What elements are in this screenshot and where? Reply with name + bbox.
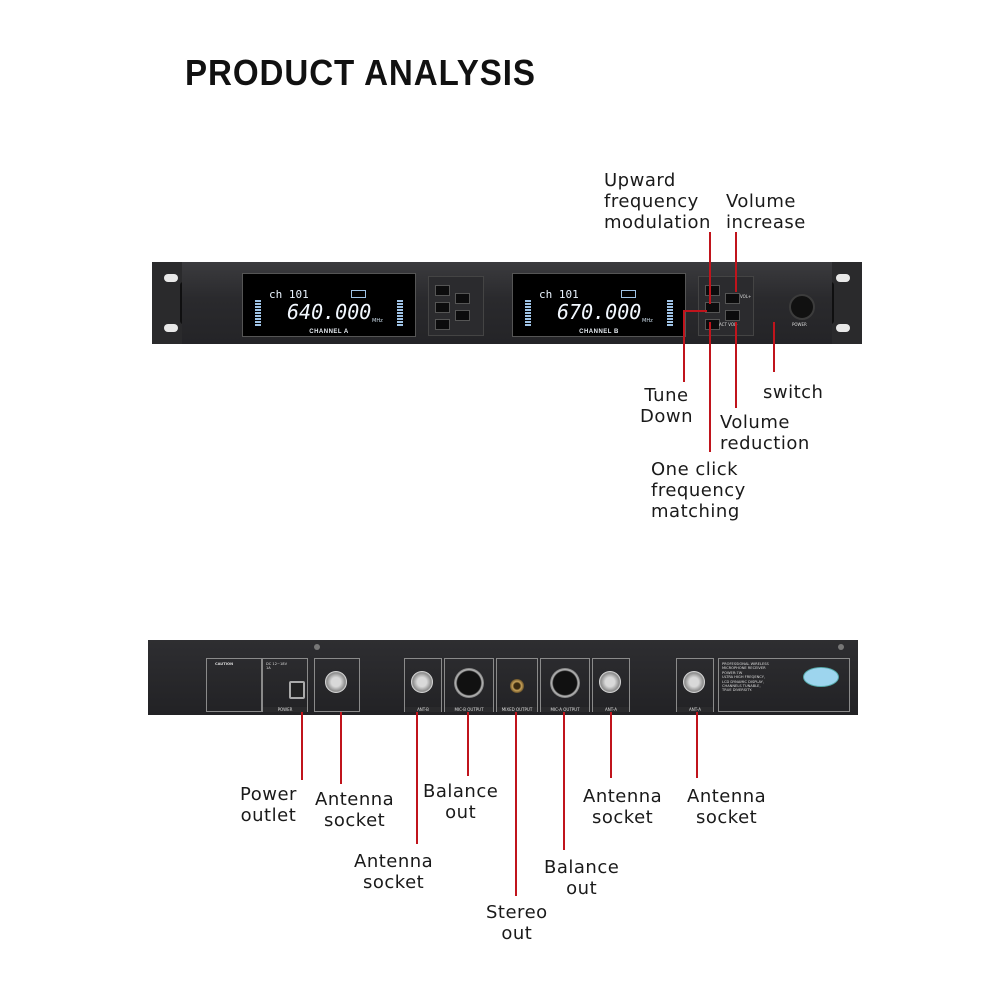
- ant-a-section-2: ANT-A: [676, 658, 714, 712]
- balance-out-b[interactable]: [454, 668, 484, 698]
- vol-up-button-a[interactable]: [455, 293, 470, 304]
- unit-b: MHz: [642, 318, 653, 324]
- antenna-socket-3[interactable]: [599, 671, 621, 693]
- receiver-rear-panel: CAUTION DC 12~18V 1A POWER ANT-B MIC-B O…: [148, 640, 858, 715]
- leader-antenna-3: [610, 712, 612, 778]
- mic-a-section: MIC-A OUTPUT: [540, 658, 590, 712]
- vol-plus-label: VOL+: [740, 294, 752, 299]
- power-label: POWER: [792, 322, 807, 327]
- antenna-socket-1[interactable]: [325, 671, 347, 693]
- leader-balance-out-2: [563, 712, 565, 850]
- frequency-a: 640.000: [287, 300, 372, 324]
- qc-sticker: [803, 667, 839, 687]
- ant-b-label: ANT-B: [405, 707, 441, 712]
- act-button-a[interactable]: [435, 319, 450, 330]
- leader-upward: [709, 232, 711, 304]
- label-antenna-socket-4: Antenna socket: [687, 786, 767, 828]
- vol-up-button-b[interactable]: [725, 293, 740, 304]
- leader-balance-out-1: [467, 712, 469, 776]
- leader-antenna-1: [340, 712, 342, 784]
- ant-a-section-1: ANT-A: [592, 658, 630, 712]
- power-section-label: POWER: [263, 707, 307, 712]
- ant-b-section-1: [314, 658, 360, 712]
- antenna-socket-2[interactable]: [411, 671, 433, 693]
- label-upward-frequency-modulation: Upward frequency modulation: [604, 170, 711, 233]
- channel-name-a: CHANNEL A: [309, 329, 349, 335]
- lcd-channel-b: ch 101 670.000 MHz CHANNEL B: [512, 273, 686, 337]
- channel-number-b: ch 101: [539, 288, 579, 301]
- act-vol-label: ACT VOL-: [719, 322, 738, 327]
- label-volume-reduction: Volume reduction: [720, 412, 810, 454]
- ant-a-label-1: ANT-A: [593, 707, 629, 712]
- rf-meter-b: [525, 300, 531, 326]
- label-one-click-frequency-matching: One click frequency matching: [651, 459, 746, 522]
- mic-b-label: MIC-B OUTPUT: [445, 707, 493, 712]
- power-section: DC 12~18V 1A POWER: [262, 658, 308, 712]
- lcd-channel-a: ch 101 640.000 MHz CHANNEL A: [242, 273, 416, 337]
- caution-section: CAUTION: [206, 658, 262, 712]
- label-balance-out-2: Balance out: [544, 857, 620, 899]
- leader-stereo-out: [515, 712, 517, 896]
- label-power-outlet: Power outlet: [240, 784, 297, 826]
- power-outlet[interactable]: [289, 681, 305, 699]
- channel-number-a: ch 101: [269, 288, 309, 301]
- leader-antenna-2: [416, 712, 418, 844]
- down-button-a[interactable]: [435, 302, 450, 313]
- dc-rating: DC 12~18V 1A: [266, 662, 288, 671]
- vol-down-button-b[interactable]: [725, 310, 740, 321]
- info-section: PROFESSIONAL WIRELESS MICROPHONE RECEIVE…: [718, 658, 850, 712]
- label-antenna-socket-3: Antenna socket: [583, 786, 663, 828]
- leader-power-outlet: [301, 712, 303, 780]
- page-title: PRODUCT ANALYSIS: [185, 52, 536, 93]
- up-button-a[interactable]: [435, 285, 450, 296]
- stereo-out-jack[interactable]: [510, 679, 524, 693]
- af-meter-a: [397, 300, 403, 326]
- battery-icon: [351, 290, 366, 298]
- leader-tune-down-h: [683, 310, 707, 312]
- antenna-socket-4[interactable]: [683, 671, 705, 693]
- act-button-b[interactable]: [705, 319, 720, 330]
- rf-meter-a: [255, 300, 261, 326]
- unit-a: MHz: [372, 318, 383, 324]
- af-meter-b: [667, 300, 673, 326]
- channel-name-b: CHANNEL B: [579, 329, 619, 335]
- info-text: PROFESSIONAL WIRELESS MICROPHONE RECEIVE…: [722, 662, 769, 693]
- mic-b-section: MIC-B OUTPUT: [444, 658, 494, 712]
- balance-out-a[interactable]: [550, 668, 580, 698]
- leader-one-click: [709, 322, 711, 452]
- receiver-front-panel: ch 101 640.000 MHz CHANNEL A ch 101 670.…: [152, 262, 862, 344]
- frequency-b: 670.000: [557, 300, 642, 324]
- label-antenna-socket-1: Antenna socket: [315, 789, 395, 831]
- leader-volume-reduction: [735, 322, 737, 408]
- mixed-section: MIXED OUTPUT: [496, 658, 538, 712]
- battery-icon: [621, 290, 636, 298]
- ant-a-label-2: ANT-A: [677, 707, 713, 712]
- front-face: ch 101 640.000 MHz CHANNEL A ch 101 670.…: [182, 262, 832, 344]
- up-button-b[interactable]: [705, 285, 720, 296]
- label-tune-down: Tune Down: [640, 385, 694, 427]
- leader-volume-increase: [735, 232, 737, 292]
- power-switch[interactable]: [789, 294, 815, 320]
- label-stereo-out: Stereo out: [486, 902, 548, 944]
- button-pad-b: VOL+ ACT VOL-: [698, 276, 754, 336]
- vol-down-button-a[interactable]: [455, 310, 470, 321]
- label-balance-out-1: Balance out: [423, 781, 499, 823]
- down-button-b[interactable]: [705, 302, 720, 313]
- ant-b-section-2: ANT-B: [404, 658, 442, 712]
- label-switch: switch: [763, 382, 824, 403]
- label-antenna-socket-2: Antenna socket: [354, 851, 434, 893]
- mixed-label: MIXED OUTPUT: [497, 707, 537, 712]
- button-pad-a: [428, 276, 484, 336]
- caution-text: CAUTION: [215, 662, 234, 666]
- label-volume-increase: Volume increase: [726, 191, 806, 233]
- leader-tune-down-v: [683, 310, 685, 382]
- leader-switch: [773, 322, 775, 372]
- leader-antenna-4: [696, 712, 698, 778]
- mic-a-label: MIC-A OUTPUT: [541, 707, 589, 712]
